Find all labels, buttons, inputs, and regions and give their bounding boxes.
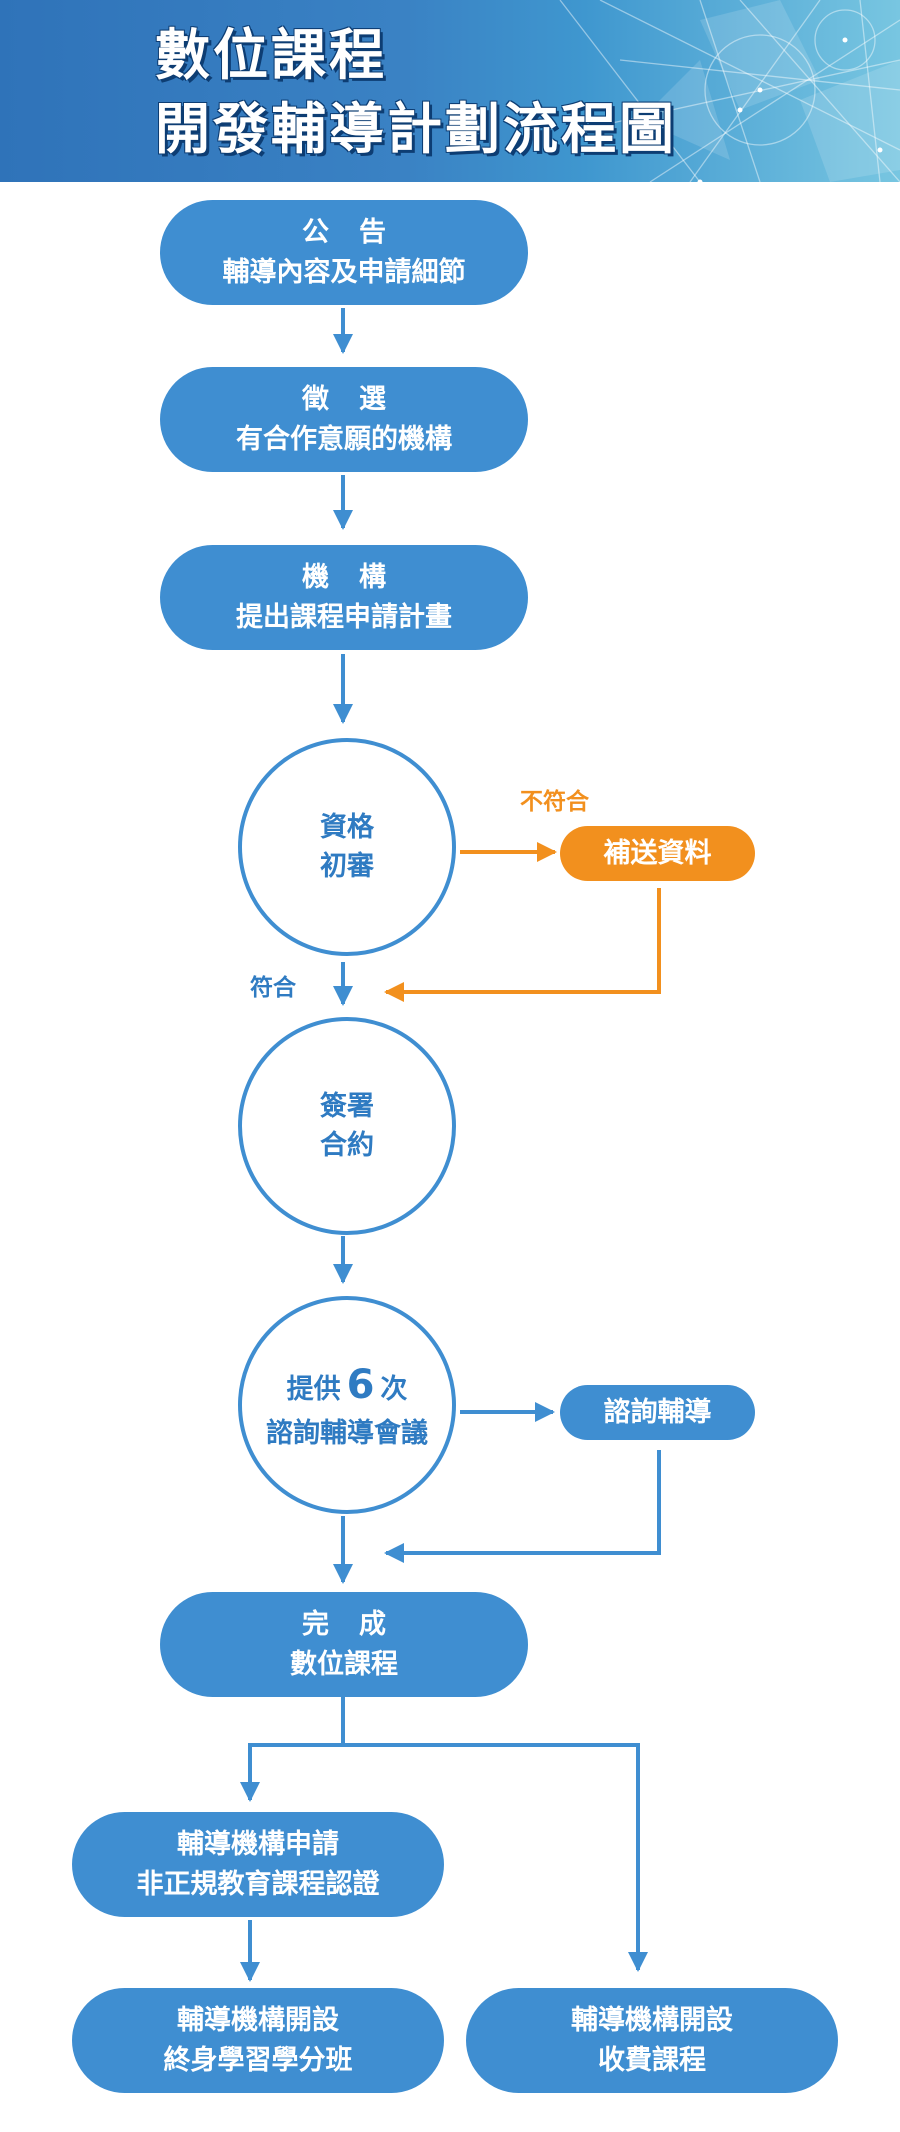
node-paid-course: 輔導機構開設 收費課程	[466, 1988, 838, 2093]
arrow-supplement-return	[384, 888, 661, 1002]
node-credit-class-line2: 終身學習學分班	[163, 2044, 353, 2076]
label-fail: 不符合	[520, 789, 589, 815]
node-review-line1: 資格	[320, 811, 374, 843]
node-consult-line2: 諮詢輔導會議	[266, 1418, 428, 1450]
node-certify-line2: 非正規教育課程認證	[136, 1868, 380, 1900]
node-contract-line1: 簽署	[320, 1090, 374, 1122]
node-announce: 公告 輔導內容及申請細節	[160, 200, 528, 305]
node-certify-line1: 輔導機構申請	[177, 1829, 339, 1861]
header-banner: 數位課程 開發輔導計劃流程圖	[0, 0, 900, 182]
node-consult-count: 6	[346, 1362, 375, 1409]
page-title-line-2: 開發輔導計劃流程圖	[155, 97, 678, 161]
label-pass: 符合	[250, 975, 296, 1001]
node-contract-line2: 合約	[320, 1130, 374, 1161]
node-review: 資格 初審	[238, 738, 456, 956]
node-complete-detail: 數位課程	[290, 1648, 398, 1680]
node-paid-course-line2: 收費課程	[598, 2044, 706, 2076]
node-institution-detail: 提出課程申請計畫	[236, 601, 452, 633]
header-decoration	[559, 0, 900, 182]
node-announce-detail: 輔導內容及申請細節	[222, 256, 466, 288]
node-advisory: 諮詢輔導	[560, 1385, 755, 1440]
arrow-branch-to-certify	[240, 1743, 343, 1802]
node-complete: 完成 數位課程	[160, 1592, 528, 1697]
node-credit-class: 輔導機構開設 終身學習學分班	[72, 1988, 444, 2093]
node-institution: 機構 提出課程申請計畫	[160, 545, 528, 650]
node-certify: 輔導機構申請 非正規教育課程認證	[72, 1812, 444, 1917]
node-recruit: 徵選 有合作意願的機構	[160, 367, 528, 472]
arrow-advisory-return	[384, 1450, 661, 1563]
node-institution-title: 機構	[302, 562, 416, 594]
node-recruit-detail: 有合作意願的機構	[236, 423, 452, 455]
node-review-line2: 初審	[320, 851, 374, 882]
node-complete-title: 完成	[302, 1609, 416, 1641]
node-credit-class-line1: 輔導機構開設	[177, 2005, 339, 2037]
node-paid-course-line1: 輔導機構開設	[571, 2005, 733, 2037]
node-advisory-label: 諮詢輔導	[603, 1396, 712, 1428]
node-consult-prefix: 提供	[286, 1374, 341, 1406]
node-supplement: 補送資料	[560, 826, 755, 881]
node-announce-title: 公告	[302, 217, 416, 249]
node-consult-suffix: 次	[380, 1374, 408, 1406]
page-title-line-1: 數位課程	[155, 23, 388, 87]
arrow-branch-to-paid-course	[343, 1743, 648, 1972]
node-recruit-title: 徵選	[302, 384, 416, 416]
node-supplement-label: 補送資料	[603, 837, 712, 869]
node-contract: 簽署 合約	[238, 1017, 456, 1235]
